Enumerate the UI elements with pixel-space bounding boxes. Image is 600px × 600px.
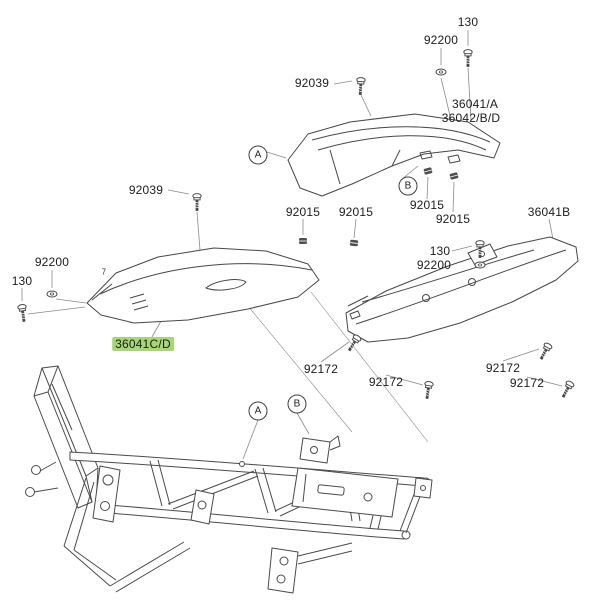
screw-icon [422,380,434,400]
screw-icon [536,341,554,362]
part-label-92200[interactable]: 92200 [423,33,459,47]
part-label-92039[interactable]: 92039 [128,183,164,197]
part-label-92039[interactable]: 92039 [294,76,330,90]
part-label-36041b[interactable]: 36041B [527,205,571,219]
part-label-92015[interactable]: 92015 [409,198,445,212]
part-label-130[interactable]: 130 [457,15,479,29]
tail-cowl-upper [287,113,501,197]
frame-assembly [25,365,433,594]
tail-cowl-right [345,236,579,343]
clip-icon [448,171,460,181]
callout-a: A [248,401,268,421]
screw-icon [558,379,576,400]
part-label-92172[interactable]: 92172 [509,376,545,390]
part-label-92015[interactable]: 92015 [285,205,321,219]
part-label-92015[interactable]: 92015 [338,205,374,219]
clip-icon [298,237,308,245]
screw-icon [17,303,29,323]
part-label-92015[interactable]: 92015 [435,212,471,226]
part-label-130[interactable]: 130 [11,274,33,288]
part-label-92200[interactable]: 92200 [416,258,452,272]
part-label-92172[interactable]: 92172 [485,361,521,375]
part-label-highlighted-36041c-d[interactable]: 36041C/D [112,337,174,351]
washer-icon [46,290,58,298]
callout-b: B [287,394,307,414]
washer-icon [474,261,486,269]
screw-icon [192,193,202,212]
part-label-130[interactable]: 130 [429,244,451,258]
part-label-92200[interactable]: 92200 [34,255,70,269]
part-label-92172[interactable]: 92172 [303,362,339,376]
part-label-92172[interactable]: 92172 [368,375,404,389]
callout-a: A [248,145,268,165]
part-label-36041-a[interactable]: 36041/A [451,97,499,111]
part-label-7: 7 [101,267,107,277]
screw-icon [355,76,366,96]
clip-icon [349,239,359,247]
screw-icon [463,49,473,68]
clip-icon [422,166,434,176]
part-label-36042-b-d[interactable]: 36042/B/D [441,111,501,125]
washer-icon [435,68,447,76]
tail-cowl-left [86,247,320,324]
callout-b: B [398,176,418,196]
leader-lines [21,30,563,460]
screw-icon [345,333,363,354]
